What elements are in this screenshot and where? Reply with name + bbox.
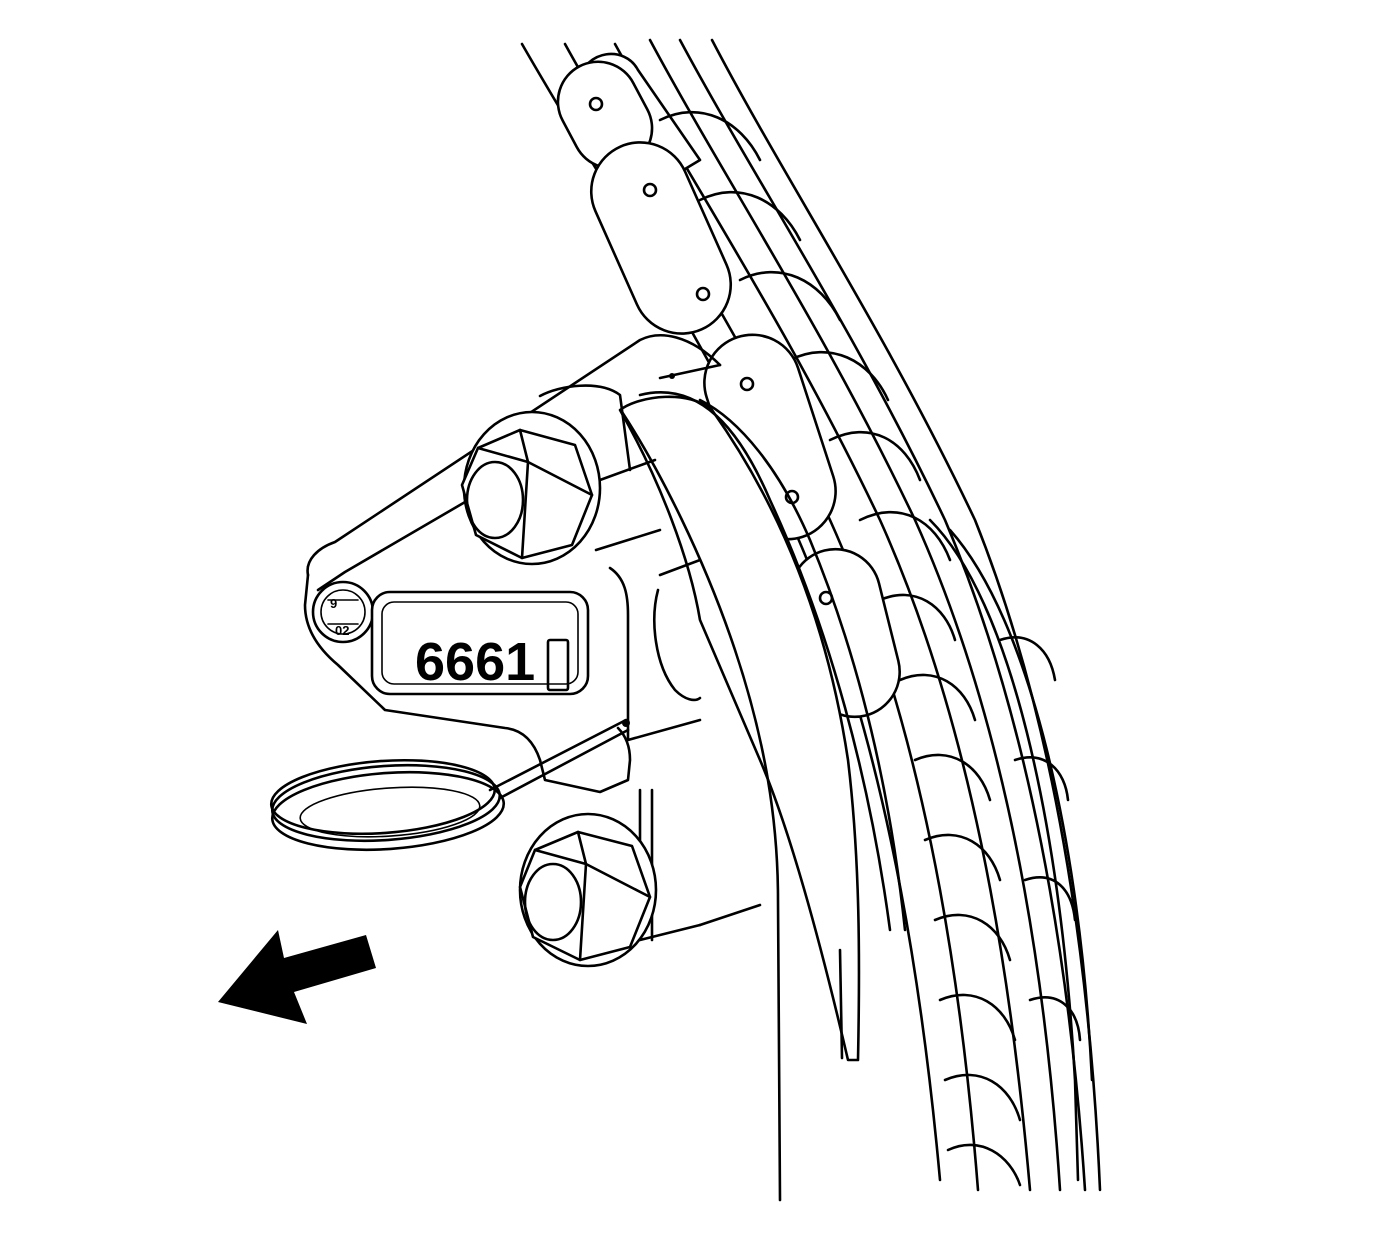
plate-small-mark-upper: 9 <box>330 596 337 611</box>
retaining-pin-ring-icon <box>269 718 630 852</box>
tool-number-label: 6661 <box>415 632 535 692</box>
removal-direction-arrow-icon <box>218 930 376 1024</box>
foreground-link-plates <box>556 60 901 719</box>
chain-guide <box>618 391 907 1202</box>
lower-flange-nut <box>518 812 658 968</box>
tool-plate: 9 02 6661 <box>311 580 590 696</box>
plate-small-mark-lower: 02 <box>335 623 349 638</box>
upper-flange-nut <box>460 410 602 566</box>
